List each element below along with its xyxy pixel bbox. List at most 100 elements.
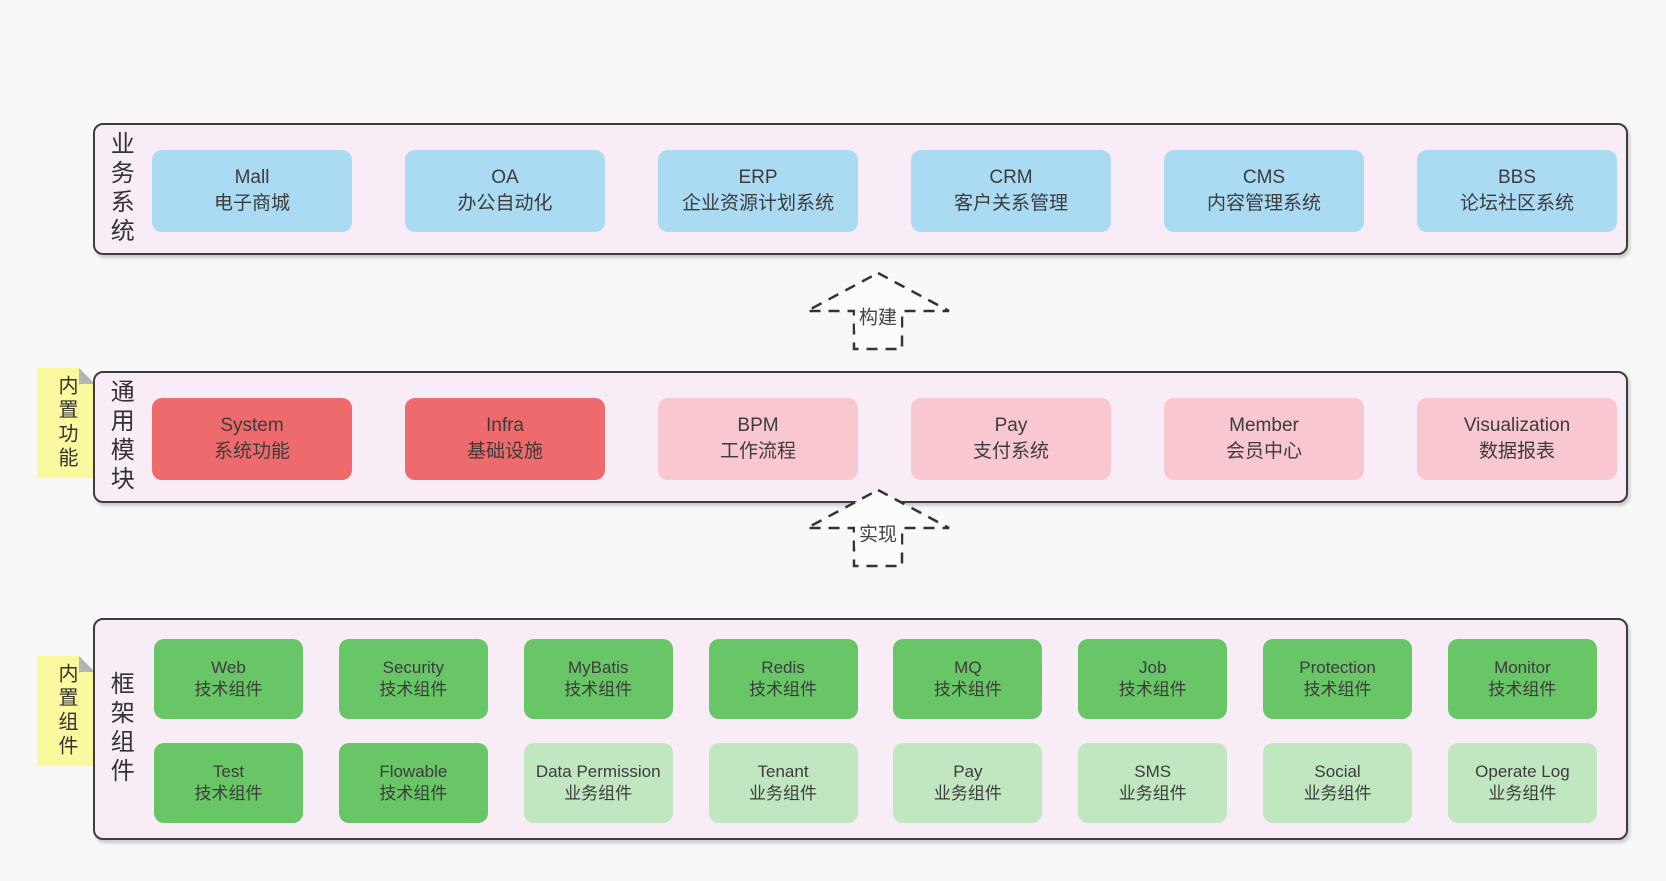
- box-mybatis: MyBatis 技术组件: [523, 639, 673, 719]
- box-subtitle: 业务组件: [1488, 784, 1557, 803]
- box-web: Web 技术组件: [154, 639, 303, 719]
- sticky-note-builtin-features: 内置功能: [37, 368, 95, 478]
- box-title: Data Permission: [535, 762, 661, 781]
- box-title: Web: [211, 658, 246, 677]
- box-title: Monitor: [1494, 658, 1551, 677]
- box-title: Social: [1314, 762, 1361, 781]
- box-erp: ERP 企业资源计划系统: [658, 150, 858, 232]
- business-systems-row: Mall 电子商城 OA 办公自动化 ERP 企业资源计划系统 CRM 客户关系…: [152, 150, 1617, 232]
- box-title: ERP: [738, 167, 778, 188]
- box-pay-component: Pay 业务组件: [893, 743, 1043, 823]
- box-redis: Redis 技术组件: [708, 639, 858, 719]
- common-modules-row: System 系统功能 Infra 基础设施 BPM 工作流程 Pay 支付系统…: [152, 398, 1617, 480]
- box-title: Security: [382, 658, 445, 677]
- box-bpm: BPM 工作流程: [658, 398, 858, 480]
- box-visualization: Visualization 数据报表: [1417, 398, 1617, 480]
- sticky-note-builtin-components: 内置组件: [37, 656, 95, 766]
- box-subtitle: 系统功能: [213, 441, 290, 462]
- box-title: System: [220, 415, 284, 436]
- box-subtitle: 数据报表: [1478, 441, 1555, 462]
- box-title: MQ: [954, 658, 982, 677]
- arrow-implement: 实现: [803, 487, 953, 569]
- box-test: Test 技术组件: [154, 743, 303, 823]
- sticky-note-label: 内置功能: [55, 375, 77, 471]
- box-title: Tenant: [757, 762, 809, 781]
- box-infra: Infra 基础设施: [405, 398, 605, 480]
- box-title: Test: [212, 762, 245, 781]
- box-protection: Protection 技术组件: [1263, 639, 1413, 719]
- box-subtitle: 办公自动化: [457, 193, 553, 214]
- box-subtitle: 会员中心: [1225, 441, 1302, 462]
- box-subtitle: 技术组件: [1488, 680, 1557, 699]
- box-title: BPM: [737, 415, 779, 436]
- box-title: Protection: [1299, 658, 1376, 677]
- box-subtitle: 业务组件: [1303, 784, 1372, 803]
- box-flowable: Flowable 技术组件: [338, 743, 488, 823]
- box-mq: MQ 技术组件: [893, 639, 1043, 719]
- box-system: System 系统功能: [152, 398, 352, 480]
- box-subtitle: 支付系统: [972, 441, 1049, 462]
- box-subtitle: 技术组件: [564, 680, 633, 699]
- box-title: SMS: [1134, 762, 1172, 781]
- box-security: Security 技术组件: [338, 639, 488, 719]
- box-subtitle: 基础设施: [466, 441, 543, 462]
- box-subtitle: 电子商城: [213, 193, 290, 214]
- box-subtitle: 业务组件: [564, 784, 633, 803]
- box-subtitle: 客户关系管理: [953, 193, 1068, 214]
- box-monitor: Monitor 技术组件: [1447, 639, 1597, 719]
- box-subtitle: 企业资源计划系统: [681, 193, 834, 214]
- band-label: 业务系统: [106, 131, 134, 247]
- box-mall: Mall 电子商城: [152, 150, 352, 232]
- box-tenant: Tenant 业务组件: [708, 743, 858, 823]
- sticky-note-label: 内置组件: [55, 663, 77, 759]
- box-title: Operate Log: [1475, 762, 1570, 781]
- arrow-label: 实现: [854, 518, 902, 548]
- box-title: Member: [1229, 415, 1299, 436]
- box-subtitle: 内容管理系统: [1206, 193, 1321, 214]
- box-title: Flowable: [379, 762, 448, 781]
- box-subtitle: 业务组件: [1118, 784, 1187, 803]
- framework-components-row-2: Test 技术组件 Flowable 技术组件 Data Permission …: [154, 743, 1597, 823]
- box-subtitle: 业务组件: [933, 784, 1002, 803]
- box-cms: CMS 内容管理系统: [1164, 150, 1364, 232]
- band-label: 框架组件: [106, 671, 134, 787]
- box-job: Job 技术组件: [1078, 639, 1228, 719]
- box-title: Pay: [953, 762, 983, 781]
- box-title: Infra: [485, 415, 525, 436]
- box-subtitle: 技术组件: [1303, 680, 1372, 699]
- box-title: Job: [1139, 658, 1167, 677]
- box-title: BBS: [1497, 167, 1537, 188]
- arrow-build: 构建: [803, 270, 953, 352]
- box-data-permission: Data Permission 业务组件: [523, 743, 673, 823]
- box-title: Visualization: [1463, 415, 1571, 436]
- box-member: Member 会员中心: [1164, 398, 1364, 480]
- band-business-systems: 业务系统 Mall 电子商城 OA 办公自动化 ERP 企业资源计划系统 CRM…: [93, 123, 1628, 255]
- box-subtitle: 业务组件: [749, 784, 818, 803]
- box-subtitle: 技术组件: [194, 680, 263, 699]
- box-crm: CRM 客户关系管理: [911, 150, 1111, 232]
- arrow-label: 构建: [854, 301, 902, 331]
- box-subtitle: 技术组件: [933, 680, 1002, 699]
- box-title: Pay: [994, 415, 1028, 436]
- box-subtitle: 技术组件: [749, 680, 818, 699]
- box-subtitle: 技术组件: [379, 784, 448, 803]
- box-subtitle: 工作流程: [719, 441, 796, 462]
- box-sms: SMS 业务组件: [1078, 743, 1228, 823]
- box-subtitle: 论坛社区系统: [1459, 193, 1574, 214]
- band-label: 通用模块: [106, 379, 134, 495]
- band-framework-components: 框架组件 Web 技术组件 Security 技术组件 MyBatis 技术组件…: [93, 618, 1628, 840]
- box-title: Mall: [234, 167, 270, 188]
- box-social: Social 业务组件: [1263, 743, 1413, 823]
- box-title: CMS: [1242, 167, 1286, 188]
- box-title: CRM: [989, 167, 1033, 188]
- box-oa: OA 办公自动化: [405, 150, 605, 232]
- box-operate-log: Operate Log 业务组件: [1447, 743, 1597, 823]
- box-title: Redis: [761, 658, 805, 677]
- box-title: MyBatis: [567, 658, 629, 677]
- box-pay: Pay 支付系统: [911, 398, 1111, 480]
- framework-components-row-1: Web 技术组件 Security 技术组件 MyBatis 技术组件 Redi…: [154, 639, 1597, 719]
- box-bbs: BBS 论坛社区系统: [1417, 150, 1617, 232]
- box-subtitle: 技术组件: [379, 680, 448, 699]
- box-subtitle: 技术组件: [194, 784, 263, 803]
